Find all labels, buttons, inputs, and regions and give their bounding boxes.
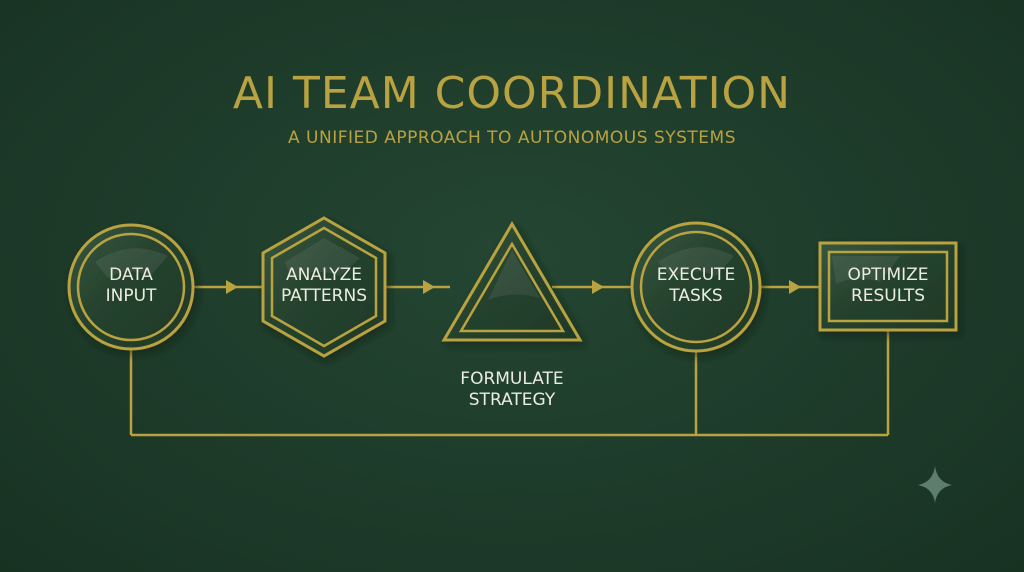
node-data-input	[67, 223, 195, 351]
node-formulate-strategy	[441, 221, 583, 342]
flow-arrows	[194, 280, 820, 294]
sparkle-icon	[918, 466, 952, 503]
arrow-2	[385, 280, 450, 294]
node-analyze-patterns	[261, 216, 387, 358]
node-execute-tasks	[630, 221, 762, 353]
arrow-3	[552, 280, 633, 294]
node-optimize-results	[818, 241, 958, 332]
page-title: AI TEAM COORDINATION	[232, 68, 792, 119]
arrow-1	[194, 280, 262, 294]
page-subtitle: A UNIFIED APPROACH TO AUTONOMOUS SYSTEMS	[288, 128, 736, 148]
feedback-connector	[129, 330, 890, 437]
arrow-4	[760, 280, 820, 294]
